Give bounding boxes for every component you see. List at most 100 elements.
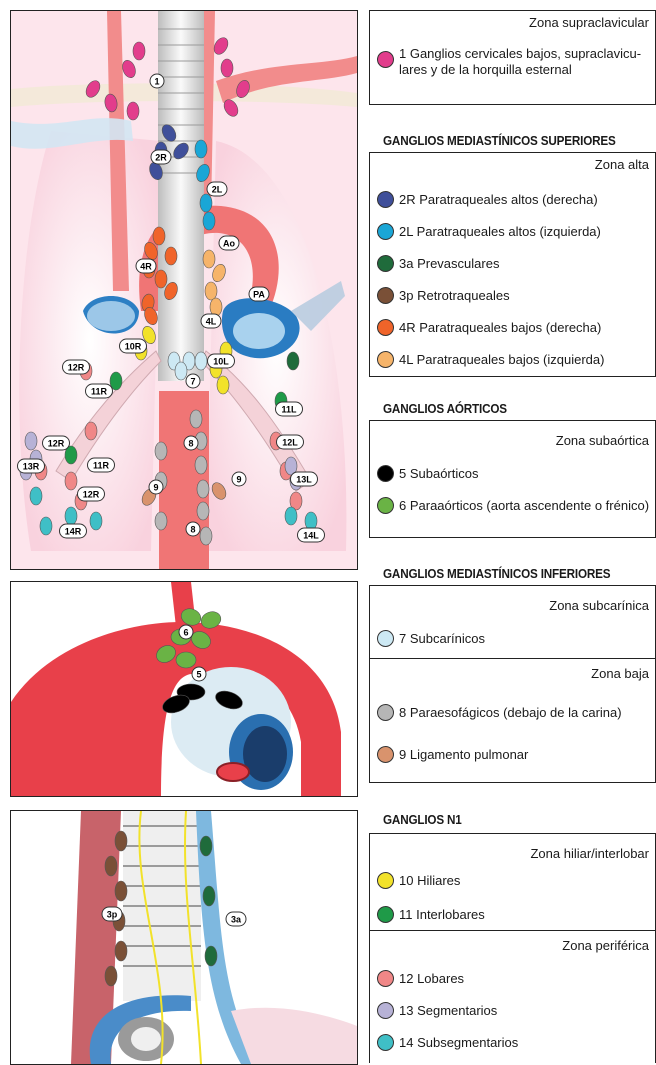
station-label: 2R [155,153,167,163]
station-14-swatch [377,1034,394,1051]
lymph-node [210,298,222,316]
legend-supraclavicular-box: Zona supraclavicular 1 Ganglios cervical… [369,10,656,105]
lymph-node [203,886,215,906]
lymph-node [200,527,212,545]
station-12-swatch [377,970,394,987]
station-label: 7 [190,377,195,387]
pa-lumen [233,313,285,349]
station-label: 11R [91,387,108,397]
zone-alta-title: Zona alta [595,157,649,172]
station-label: 8 [190,525,195,535]
station-label: 12R [68,363,85,373]
zone-subaortica-title: Zona subaórtica [556,433,649,448]
lymph-node [25,432,37,450]
legend-superiores-box: Zona alta 2R Paratraqueales altos (derec… [369,152,656,377]
station-label: 10R [125,342,142,352]
lymph-node [105,966,117,986]
station-4R-swatch [377,319,394,336]
legend-item-11: 11 Interlobares [377,906,485,923]
zone-hiliar-title: Zona hiliar/interlobar [530,846,649,861]
trachea [158,11,204,381]
station-label: 3p [107,910,118,920]
station-label: PA [253,290,265,300]
zone-supraclavicular-title: Zona supraclavicular [529,15,649,30]
lymph-node [203,212,215,230]
section-inferiores-title: GANGLIOS MEDIASTÍNICOS INFERIORES [383,566,610,581]
aortic-figure: 65 [11,582,357,796]
bronchus-lumen [131,1027,161,1051]
lymph-node [85,422,97,440]
station-label: Ao [223,239,235,249]
lymph-node [65,507,77,525]
lymph-node [90,512,102,530]
station-2R-swatch [377,191,394,208]
legend-item-5: 5 Subaórticos [377,465,479,482]
aortic-panel: 65 [10,581,358,797]
legend-item-2L: 2L Paratraqueales altos (izquierda) [377,223,601,240]
zone-subcarinica-title: Zona subcarínica [549,598,649,613]
station-label: 1 [154,77,159,87]
station-label: 11L [281,405,297,415]
legend-item-4R: 4R Paratraqueales bajos (derecha) [377,319,601,336]
legend-item-2R: 2R Paratraqueales altos (derecha) [377,191,598,208]
station-label: 12L [282,438,298,448]
lymph-node [200,194,212,212]
station-label: 9 [236,475,241,485]
section-n1-title: GANGLIOS N1 [383,812,462,827]
legend-item-4L: 4L Paratraqueales bajos (izquierda) [377,351,604,368]
lymph-node [40,517,52,535]
station-9-swatch [377,746,394,763]
legend-item-1-label: 1 Ganglios cervicales bajos, supraclavic… [399,46,641,78]
station-label: 6 [183,628,188,638]
lymph-node [200,836,212,856]
lymph-node [195,140,207,158]
lymph-node [285,507,297,525]
station-label: 12R [48,439,65,449]
legend-aorticos-box: Zona subaórtica 5 Subaórticos 6 Paraaórt… [369,420,656,538]
station-3p-swatch [377,287,394,304]
legend-item-13: 13 Segmentarios [377,1002,497,1019]
lymph-node [287,352,299,370]
lymph-node [195,352,207,370]
lateral-figure: 3p3a [11,811,357,1064]
lymph-node [205,946,217,966]
lymph-node [197,502,209,520]
lymph-node [155,512,167,530]
legend-item-9: 9 Ligamento pulmonar [377,746,528,763]
station-6-swatch [377,497,394,514]
station-label: 4L [206,317,217,327]
legend-inferiores-box: Zona subcarínica 7 Subcarínicos Zona baj… [369,585,656,783]
legend-separator [370,658,655,659]
station-4L-swatch [377,351,394,368]
station-7-swatch [377,630,394,647]
station-2L-swatch [377,223,394,240]
station-11-swatch [377,906,394,923]
lymph-node [190,410,202,428]
main-anatomy-figure: 12R2LAo4R4LPA10R10L712R11R11L812L12R13R1… [11,11,357,569]
legend-item-3p: 3p Retrotraqueales [377,287,510,304]
lymph-node [165,247,177,265]
lymph-node [195,456,207,474]
lymph-node [155,270,167,288]
station-label: 12R [83,490,100,500]
lymph-node [155,442,167,460]
section-aorticos-title: GANGLIOS AÓRTICOS [383,401,507,416]
lymph-node [115,941,127,961]
station-label: 13R [23,462,40,472]
legend-item-7: 7 Subcarínicos [377,630,485,647]
lymph-node [205,282,217,300]
svc-lumen [87,301,135,331]
station-label: 2L [212,185,223,195]
lymph-node [30,487,42,505]
lymph-node [127,102,139,120]
station-label: 5 [196,670,201,680]
station-8-swatch [377,704,394,721]
station-label: 14R [65,527,82,537]
lymph-node [153,227,165,245]
lymph-node [115,831,127,851]
station-10-swatch [377,872,394,889]
lymph-node [175,362,187,380]
legend-item-10: 10 Hiliares [377,872,460,889]
legend-item-1: 1 Ganglios cervicales bajos, supraclavic… [377,46,647,78]
